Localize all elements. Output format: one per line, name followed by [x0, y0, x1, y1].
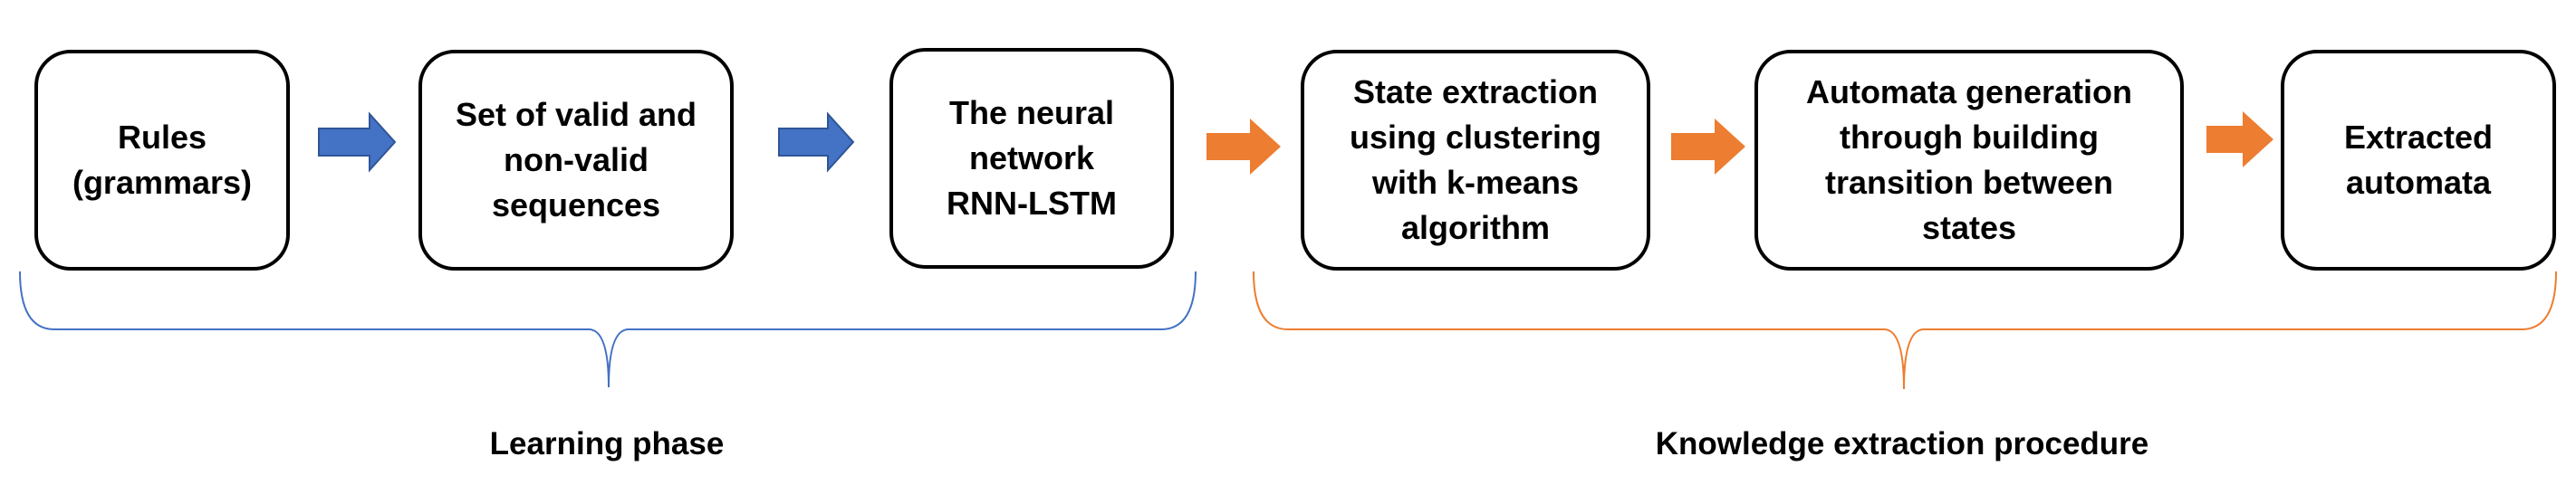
box-neural-network: The neural network RNN-LSTM — [889, 48, 1174, 269]
box-sequences: Set of valid and non-valid sequences — [418, 50, 734, 271]
box-state-extraction-label: State extraction using clustering with k… — [1349, 73, 1602, 246]
box-rules-label: Rules (grammars) — [72, 119, 253, 201]
arrow-automata-to-extracted — [2206, 111, 2273, 167]
phase-label-knowledge: Knowledge extraction procedure — [1594, 426, 2210, 462]
box-sequences-label: Set of valid and non-valid sequences — [455, 96, 697, 223]
box-rules: Rules (grammars) — [34, 50, 290, 271]
phase-label-learning-text: Learning phase — [489, 426, 725, 461]
arrow-sequences-to-network — [778, 111, 855, 173]
phase-label-learning: Learning phase — [426, 426, 788, 462]
phase-label-knowledge-text: Knowledge extraction procedure — [1655, 426, 2149, 461]
box-state-extraction: State extraction using clustering with k… — [1301, 50, 1650, 271]
arrow-network-to-state-extraction — [1206, 119, 1281, 175]
brace-learning-phase — [19, 271, 1197, 388]
brace-knowledge-extraction — [1253, 271, 2557, 390]
arrow-rules-to-sequences — [318, 111, 397, 173]
box-automata-generation: Automata generation through building tra… — [1754, 50, 2184, 271]
arrow-state-extraction-to-automata — [1671, 119, 1745, 175]
box-extracted-automata: Extracted automata — [2281, 50, 2556, 271]
box-neural-network-label: The neural network RNN-LSTM — [947, 94, 1117, 222]
box-extracted-automata-label: Extracted automata — [2343, 119, 2494, 201]
box-automata-generation-label: Automata generation through building tra… — [1805, 73, 2133, 246]
